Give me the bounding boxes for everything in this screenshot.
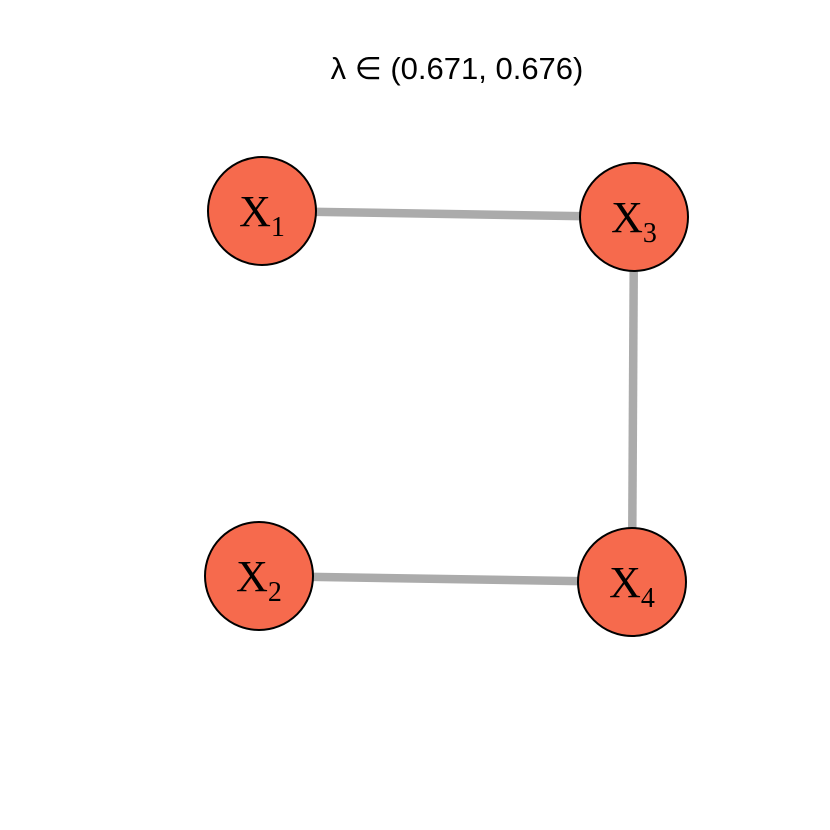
- edge-X2-X4: [258, 571, 633, 587]
- node-X1-label-subscript: 1: [271, 212, 285, 243]
- node-X1-circle: [207, 156, 317, 266]
- node-X2-label-subscript: 2: [268, 577, 282, 608]
- edge-X1-X3: [261, 206, 635, 222]
- node-X4-label-subscript: 4: [641, 583, 655, 614]
- edge-layer: [258, 206, 639, 587]
- edge-X3-X4: [627, 216, 639, 583]
- node-X4-circle: [577, 527, 687, 637]
- plot-title: λ ∈ (0.671, 0.676): [331, 51, 584, 86]
- node-X3-label-subscript: 3: [643, 218, 657, 249]
- node-X2-circle: [204, 521, 314, 631]
- node-X3-circle: [579, 162, 689, 272]
